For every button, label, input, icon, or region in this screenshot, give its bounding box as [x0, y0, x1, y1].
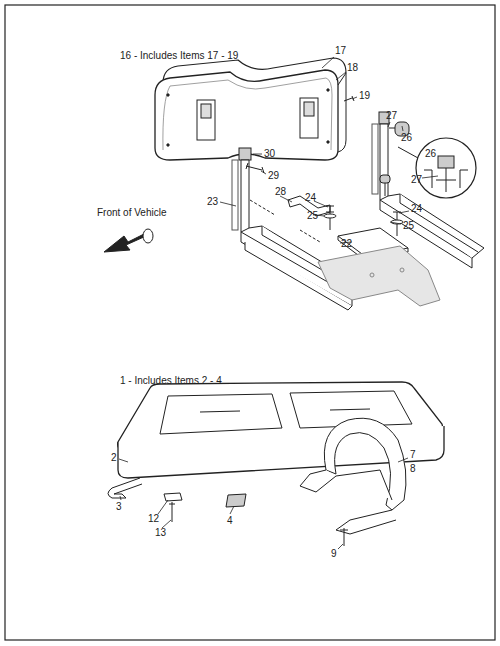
callout-number: 23 — [206, 196, 219, 207]
callout-number: 25 — [402, 220, 415, 231]
callout-number: 28 — [274, 186, 287, 197]
note-text: 16 - Includes Items 17 - 19 — [119, 50, 239, 61]
callout-number: 7 — [409, 449, 417, 460]
callout-number: 18 — [346, 62, 359, 73]
strap — [108, 478, 142, 498]
callout-number: 27 — [410, 174, 423, 185]
callout-number: 24 — [410, 203, 423, 214]
callout-number: 26 — [424, 148, 437, 159]
note-text: 1 - Includes Items 2 - 4 — [119, 375, 223, 386]
pad — [226, 494, 246, 507]
callout-number: 3 — [115, 501, 123, 512]
callout-number: 29 — [267, 170, 280, 181]
seat-support — [318, 246, 440, 306]
detail-inset — [398, 138, 476, 198]
grab-handle — [300, 418, 406, 534]
direction-arrow — [104, 229, 153, 252]
callout-number: 13 — [154, 527, 167, 538]
note-text: Front of Vehicle — [96, 207, 167, 218]
callout-number: 4 — [226, 515, 234, 526]
callout-number: 12 — [147, 513, 160, 524]
plate — [164, 493, 182, 501]
callout-number: 26 — [400, 132, 413, 143]
callout-number: 17 — [334, 45, 347, 56]
callout-number: 19 — [358, 90, 371, 101]
callout-number: 27 — [385, 110, 398, 121]
back-cushion — [155, 58, 346, 160]
page-frame — [5, 5, 495, 640]
screw — [340, 528, 348, 546]
callout-number: 24 — [304, 192, 317, 203]
screw — [169, 502, 175, 522]
dashed-guide — [250, 200, 320, 242]
callout-number: 22 — [340, 238, 353, 249]
callout-number: 9 — [330, 548, 338, 559]
callout-number: 8 — [409, 463, 417, 474]
callout-number: 2 — [110, 452, 118, 463]
callout-number: 25 — [306, 210, 319, 221]
callout-number: 30 — [263, 148, 276, 159]
leader-lines — [119, 57, 438, 549]
